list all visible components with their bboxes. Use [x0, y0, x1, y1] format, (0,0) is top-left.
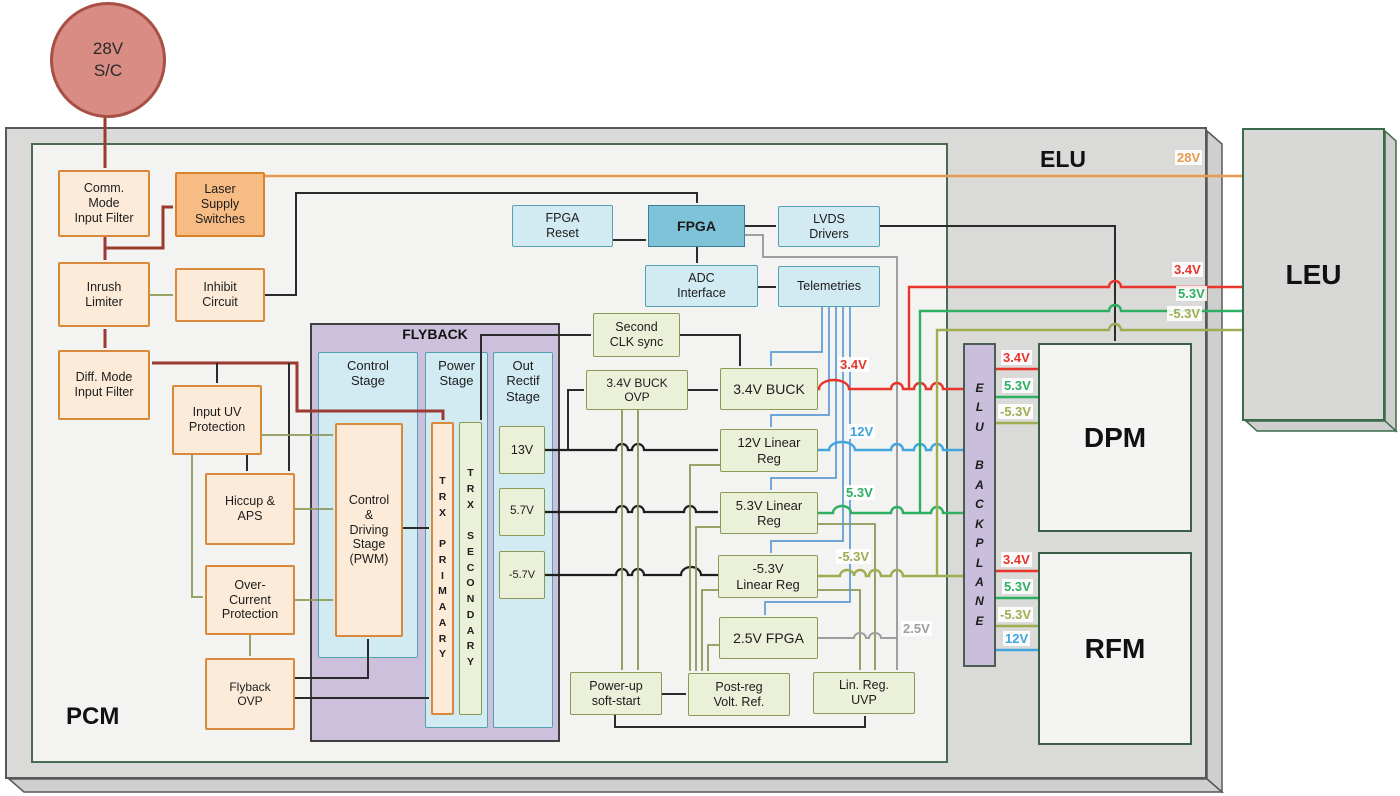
dpm-box: DPM: [1038, 343, 1192, 532]
net-label-3v4-rfm: 3.4V: [1001, 552, 1032, 567]
comm-mode-input-filter: Comm. Mode Input Filter: [58, 170, 150, 237]
buck-3v4: 3.4V BUCK: [720, 368, 818, 410]
over-current-protection: Over- Current Protection: [205, 565, 295, 635]
reg-5v3: 5.3V Linear Reg: [720, 492, 818, 534]
lvds-drivers: LVDS Drivers: [778, 206, 880, 247]
net-label-12v-rfm: 12V: [1003, 631, 1031, 646]
hiccup-aps: Hiccup & APS: [205, 473, 295, 545]
net-label-n5v3-rfm: -5.3V: [998, 607, 1034, 622]
out-5v7: 5.7V: [499, 488, 545, 536]
inhibit-circuit: Inhibit Circuit: [175, 268, 265, 322]
laser-supply-switches: Laser Supply Switches: [175, 172, 265, 237]
power-up-soft-start: Power-up soft-start: [570, 672, 662, 715]
elu-right-bevel: [1206, 129, 1223, 794]
elu-label: ELU: [1040, 146, 1086, 172]
flyback-ovp: Flyback OVP: [205, 658, 295, 730]
elu-backplane: E L U B A C K P L A N E: [963, 343, 996, 667]
net-label-3v4-dpm: 3.4V: [1001, 350, 1032, 365]
adc-interface: ADC Interface: [645, 265, 758, 307]
elu-bottom-bevel: [6, 778, 1225, 793]
net-label-3v4-leu: 3.4V: [1172, 262, 1203, 277]
spacecraft-28v-source: 28V S/C: [50, 2, 166, 118]
leu-right-bevel: [1384, 129, 1397, 433]
flyback-label: FLYBACK: [402, 326, 468, 342]
inrush-limiter: Inrush Limiter: [58, 262, 150, 327]
fpga-2v5: 2.5V FPGA: [719, 617, 818, 659]
lin-reg-uvp: Lin. Reg. UVP: [813, 672, 915, 714]
telemetries: Telemetries: [778, 266, 880, 307]
leu-box: LEU: [1242, 128, 1385, 421]
rfm-box: RFM: [1038, 552, 1192, 745]
net-label-n5v3-mid: -5.3V: [836, 549, 872, 564]
out-13v: 13V: [499, 426, 545, 474]
leu-bottom-bevel: [1244, 420, 1398, 432]
fpga: FPGA: [648, 205, 745, 247]
control-driving-stage-pwm: Control & Driving Stage (PWM): [335, 423, 403, 637]
net-label-28v-leu: 28V: [1175, 150, 1203, 165]
diff-mode-input-filter: Diff. Mode Input Filter: [58, 350, 150, 420]
out-n5v7: -5.7V: [499, 551, 545, 599]
second-clk-sync: Second CLK sync: [593, 313, 680, 357]
reg-n5v3: -5.3V Linear Reg: [718, 555, 818, 598]
trx-primary: T R X P R I M A A R Y: [431, 422, 454, 715]
net-label-5v3-rfm: 5.3V: [1002, 579, 1033, 594]
net-label-5v3-leu: 5.3V: [1176, 286, 1207, 301]
buck-ovp: 3.4V BUCK OVP: [586, 370, 688, 410]
input-uv-protection: Input UV Protection: [172, 385, 262, 455]
net-label-n5v3-leu: -5.3V: [1167, 306, 1203, 321]
net-label-3v4-mid: 3.4V: [838, 357, 869, 372]
trx-secondary: T R X S E C O N D A R Y: [459, 422, 482, 715]
net-label-5v3-dpm: 5.3V: [1002, 378, 1033, 393]
net-label-5v3-mid: 5.3V: [844, 485, 875, 500]
net-label-n5v3-dpm: -5.3V: [998, 404, 1034, 419]
out-rectif-stage-box: Out Rectif Stage: [493, 352, 553, 728]
reg-12v: 12V Linear Reg: [720, 429, 818, 472]
pcm-label: PCM: [66, 703, 120, 730]
post-reg-volt-ref: Post-reg Volt. Ref.: [688, 673, 790, 716]
net-label-12v-mid: 12V: [848, 424, 876, 439]
net-label-2v5-mid: 2.5V: [901, 621, 932, 636]
fpga-reset: FPGA Reset: [512, 205, 613, 247]
